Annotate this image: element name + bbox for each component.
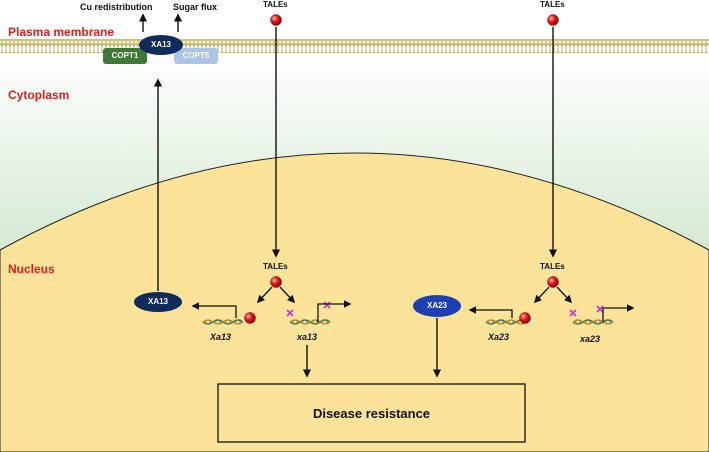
tales-nucleus-left-label: TALEs (263, 262, 288, 271)
gene-xa13-label: xa13 (297, 332, 318, 342)
tale-effector-icon (244, 312, 256, 324)
copt5-protein (174, 48, 218, 64)
plasma-membrane-label: Plasma membrane (8, 25, 115, 39)
transcription-start-arrow-icon (317, 300, 352, 322)
xa23-nucleus-label: XA23 (426, 301, 447, 310)
cytoplasm-label: Cytoplasm (8, 88, 70, 102)
transcription-start-arrow-icon (602, 304, 635, 322)
gene-xa23-label: xa23 (580, 334, 601, 344)
xa13-nucleus-protein (134, 292, 182, 312)
copt1-label: COPT1 (111, 51, 139, 60)
tale-effector-icon (547, 14, 559, 26)
xa13-membrane-label: XA13 (150, 40, 171, 49)
xa13-nucleus-label: XA13 (147, 297, 168, 306)
sugar-flux-label: Sugar flux (173, 2, 218, 12)
tale-effector-icon (270, 276, 282, 288)
tale-binding-arrow (279, 286, 296, 304)
copt5-label: COPT5 (182, 51, 210, 60)
tale-effector-icon (519, 312, 531, 324)
tales-nucleus-right-label: TALEs (540, 262, 565, 271)
gene-Xa23-label: Xa23 (488, 332, 510, 342)
nucleus-label: Nucleus (8, 262, 55, 276)
xa23-nucleus-protein (413, 295, 461, 317)
tales-top-right-label: TALEs (540, 0, 565, 9)
tale-effector-icon (547, 276, 559, 288)
tale-binding-arrow (533, 286, 550, 304)
copt1-protein (103, 48, 147, 64)
xa13-expression-arrow (191, 302, 237, 318)
xa23-expression-arrow (468, 306, 513, 318)
disease-resistance-box (217, 383, 526, 443)
disease-resistance-label: Disease resistance (312, 406, 431, 421)
tale-binding-arrow (256, 286, 273, 304)
xa13-membrane-protein (139, 35, 183, 55)
tale-binding-arrow (556, 286, 573, 304)
gene-Xa13-label: Xa13 (210, 332, 232, 342)
cu-redistribution-label: Cu redistribution (80, 2, 153, 12)
tales-top-left-label: TALEs (263, 0, 288, 9)
tale-effector-icon (270, 14, 282, 26)
nucleus-region (0, 152, 709, 452)
